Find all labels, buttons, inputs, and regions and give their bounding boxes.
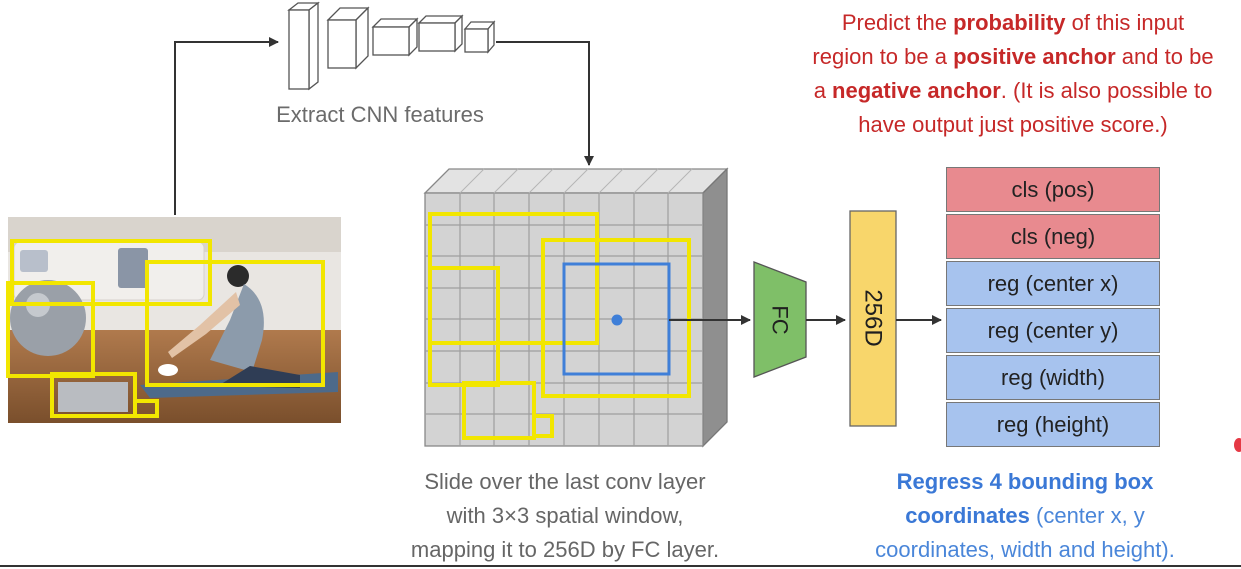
vector-label: 256D: [860, 289, 887, 346]
slide-caption: Slide over the last conv layer with 3×3 …: [355, 465, 775, 567]
anchor-box: [50, 372, 137, 418]
cnn-icon: [287, 1, 496, 91]
anchor-box: [462, 381, 536, 440]
output-cls-neg: cls (neg): [946, 214, 1160, 259]
feature-anchor-boxes: [428, 212, 691, 440]
feature-map: [423, 167, 729, 448]
output-reg-center-y: reg (center y): [946, 308, 1160, 353]
fc-layer: [753, 261, 807, 378]
anchor-box: [541, 238, 691, 398]
predict-line-1: Predict the probability of this input: [841, 10, 1185, 35]
fc-label: FC: [768, 305, 793, 334]
extract-caption: Extract CNN features: [276, 102, 484, 127]
regress-caption: Regress 4 bounding box coordinates (cent…: [830, 465, 1220, 567]
arrow-to-cnn: [174, 37, 279, 215]
slide-caption-line: Slide over the last conv layer: [424, 469, 706, 494]
pointer-dot: [1234, 438, 1241, 452]
bottom-rule: [0, 565, 1241, 567]
feature-map-side: [702, 167, 728, 448]
anchor-box: [145, 260, 325, 387]
regress-line-1: Regress 4 bounding box: [896, 469, 1154, 494]
input-photo: [8, 217, 341, 423]
output-cls-pos: cls (pos): [946, 167, 1160, 212]
window-center-dot: [611, 314, 623, 326]
photo-anchor-boxes: [6, 239, 325, 418]
predict-line-4: have output just positive score.): [858, 112, 1168, 137]
vector-256d: [849, 210, 897, 427]
anchor-box: [133, 399, 159, 418]
regress-line-3: coordinates, width and height).: [875, 537, 1175, 562]
output-reg-center-x: reg (center x): [946, 261, 1160, 306]
output-reg-width: reg (width): [946, 355, 1160, 400]
anchor-box: [10, 239, 212, 306]
arrow-to-feature-map: [496, 41, 594, 166]
regress-line-2: coordinates (center x, y: [905, 503, 1145, 528]
anchor-box: [532, 414, 554, 438]
slide-caption-line: mapping it to 256D by FC layer.: [410, 537, 720, 562]
output-reg-height: reg (height): [946, 402, 1160, 447]
slide-caption-line: with 3×3 spatial window,: [446, 503, 684, 528]
predict-line-3: a negative anchor. (It is also possible …: [813, 78, 1213, 103]
predict-line-2: region to be a positive anchor and to be: [812, 44, 1214, 69]
predict-description: Predict the probability of this input re…: [785, 6, 1241, 142]
